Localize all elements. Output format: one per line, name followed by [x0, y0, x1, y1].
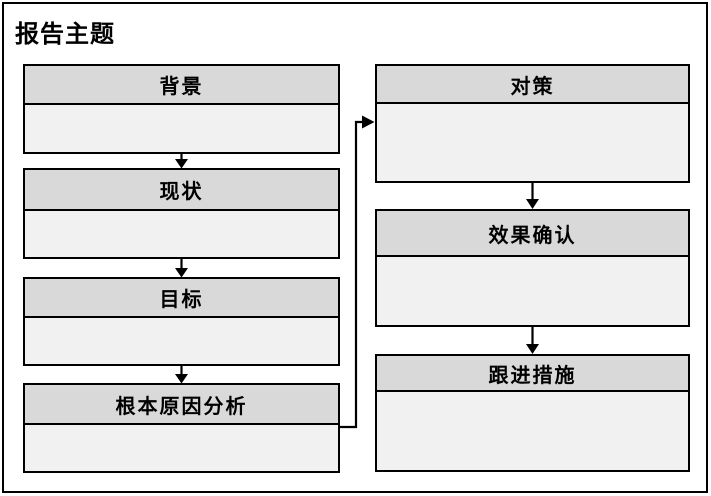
flow-box-background-label: 背景: [159, 76, 204, 98]
flow-box-target-header: 目标: [25, 279, 338, 318]
flow-box-background-header: 背景: [25, 66, 338, 105]
flow-box-countermeasures: 对策: [375, 64, 690, 183]
flow-box-root-cause-analysis: 根本原因分析: [23, 383, 340, 473]
flow-box-follow-up-measures: 跟进措施: [375, 354, 690, 472]
flow-box-target-label: 目标: [159, 289, 204, 311]
flow-box-root-cause-analysis-label: 根本原因分析: [115, 395, 248, 418]
flow-box-background: 背景: [23, 64, 340, 154]
flow-box-follow-up-measures-header: 跟进措施: [377, 356, 688, 392]
flow-box-countermeasures-label: 对策: [510, 75, 555, 98]
page-title: 报告主题: [15, 21, 115, 48]
flow-box-effect-confirmation-header: 效果确认: [377, 211, 688, 257]
flow-box-follow-up-measures-label: 跟进措施: [488, 364, 577, 387]
flow-box-current-state-label: 现状: [159, 181, 204, 203]
flow-box-current-state-header: 现状: [25, 170, 338, 211]
flow-box-current-state: 现状: [23, 168, 340, 259]
flow-box-target: 目标: [23, 277, 340, 366]
flow-box-effect-confirmation-label: 效果确认: [488, 224, 577, 247]
flow-box-root-cause-analysis-header: 根本原因分析: [25, 385, 338, 425]
flow-box-effect-confirmation: 效果确认: [375, 209, 690, 327]
flow-box-countermeasures-header: 对策: [377, 66, 688, 104]
